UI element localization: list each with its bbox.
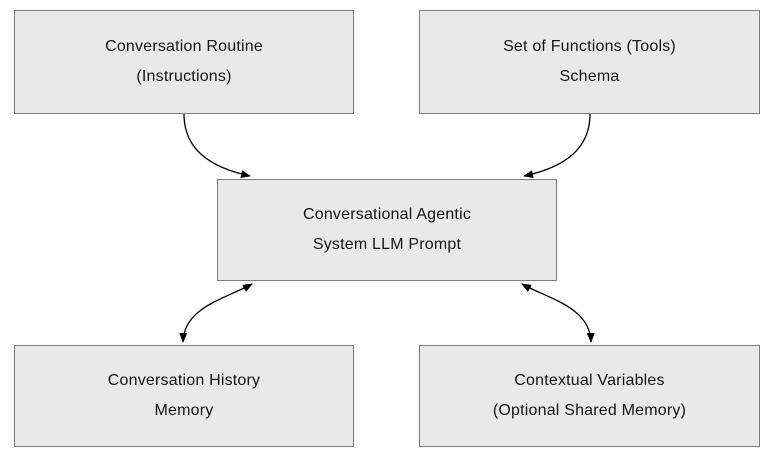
node-label-line: (Instructions) [136, 68, 232, 85]
node-label-line: Memory [154, 402, 214, 419]
node-contextual-variables: Contextual Variables (Optional Shared Me… [419, 345, 760, 447]
node-label-line: Conversational Agentic [302, 206, 472, 223]
edge-routine-to-prompt-arrow [183, 113, 251, 179]
node-label-line: Conversation History [107, 372, 261, 389]
edge-prompt-history-bidirectional-arrow [179, 283, 253, 343]
node-label-line: Schema [559, 68, 620, 85]
edge-functions-to-prompt-arrow [523, 113, 591, 179]
node-label-line: Set of Functions (Tools) [503, 38, 676, 55]
node-set-of-functions: Set of Functions (Tools) Schema [419, 10, 760, 114]
node-conversation-routine: Conversation Routine (Instructions) [14, 10, 354, 114]
node-label-line: System LLM Prompt [312, 236, 462, 253]
edge-prompt-variables-bidirectional-arrow [521, 283, 595, 343]
node-system-llm-prompt: Conversational Agentic System LLM Prompt [217, 179, 557, 281]
node-label-line: Contextual Variables [514, 372, 665, 389]
node-conversation-history: Conversation History Memory [14, 345, 354, 447]
node-label-line: Conversation Routine [105, 38, 263, 55]
node-label-line: (Optional Shared Memory) [492, 402, 687, 419]
